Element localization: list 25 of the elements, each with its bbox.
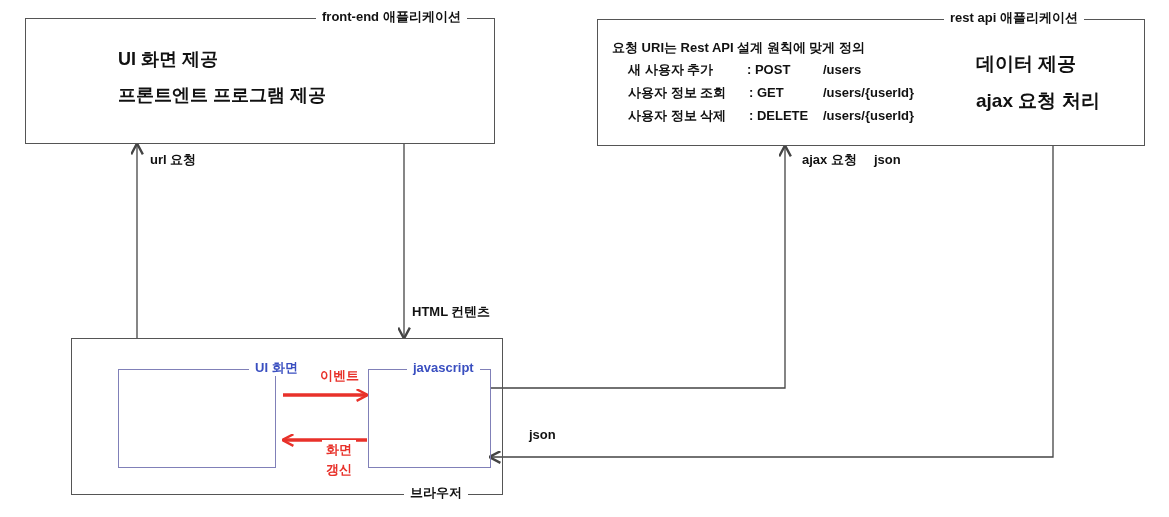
connector-arrow (130, 142, 144, 339)
table-text: 사용자 정보 삭제 (628, 108, 727, 124)
table-text: /users/{userId} (823, 85, 915, 101)
table-text: : POST (747, 62, 791, 78)
connector-arrow (281, 433, 367, 447)
connector-arrow (488, 145, 1054, 464)
connector-arrow (283, 388, 369, 402)
box-title: rest api 애플리케이션 (944, 10, 1084, 26)
heading-text: 프론트엔트 프로그램 제공 (118, 85, 326, 107)
table-text: 사용자 정보 조회 (628, 85, 727, 101)
table-text: : DELETE (749, 108, 809, 124)
heading-text: 데이터 제공 (976, 53, 1077, 76)
table-text: : GET (749, 85, 784, 101)
box-title: front-end 애플리케이션 (316, 9, 467, 25)
box-title: 브라우저 (404, 485, 468, 501)
table-text: /users (823, 62, 862, 78)
table-text: /users/{userId} (823, 108, 915, 124)
note-text: 요청 URI는 Rest API 설계 원칙에 맞게 정의 (612, 40, 866, 56)
edge-label: 화면 갱신 (322, 440, 356, 479)
box-title: javascript (407, 360, 480, 376)
heading-text: UI 화면 제공 (118, 49, 218, 71)
heading-text: ajax 요청 처리 (976, 90, 1100, 113)
table-text: 새 사용자 추가 (628, 62, 714, 78)
connector-arrow (489, 144, 792, 389)
connector-arrow (397, 143, 411, 340)
